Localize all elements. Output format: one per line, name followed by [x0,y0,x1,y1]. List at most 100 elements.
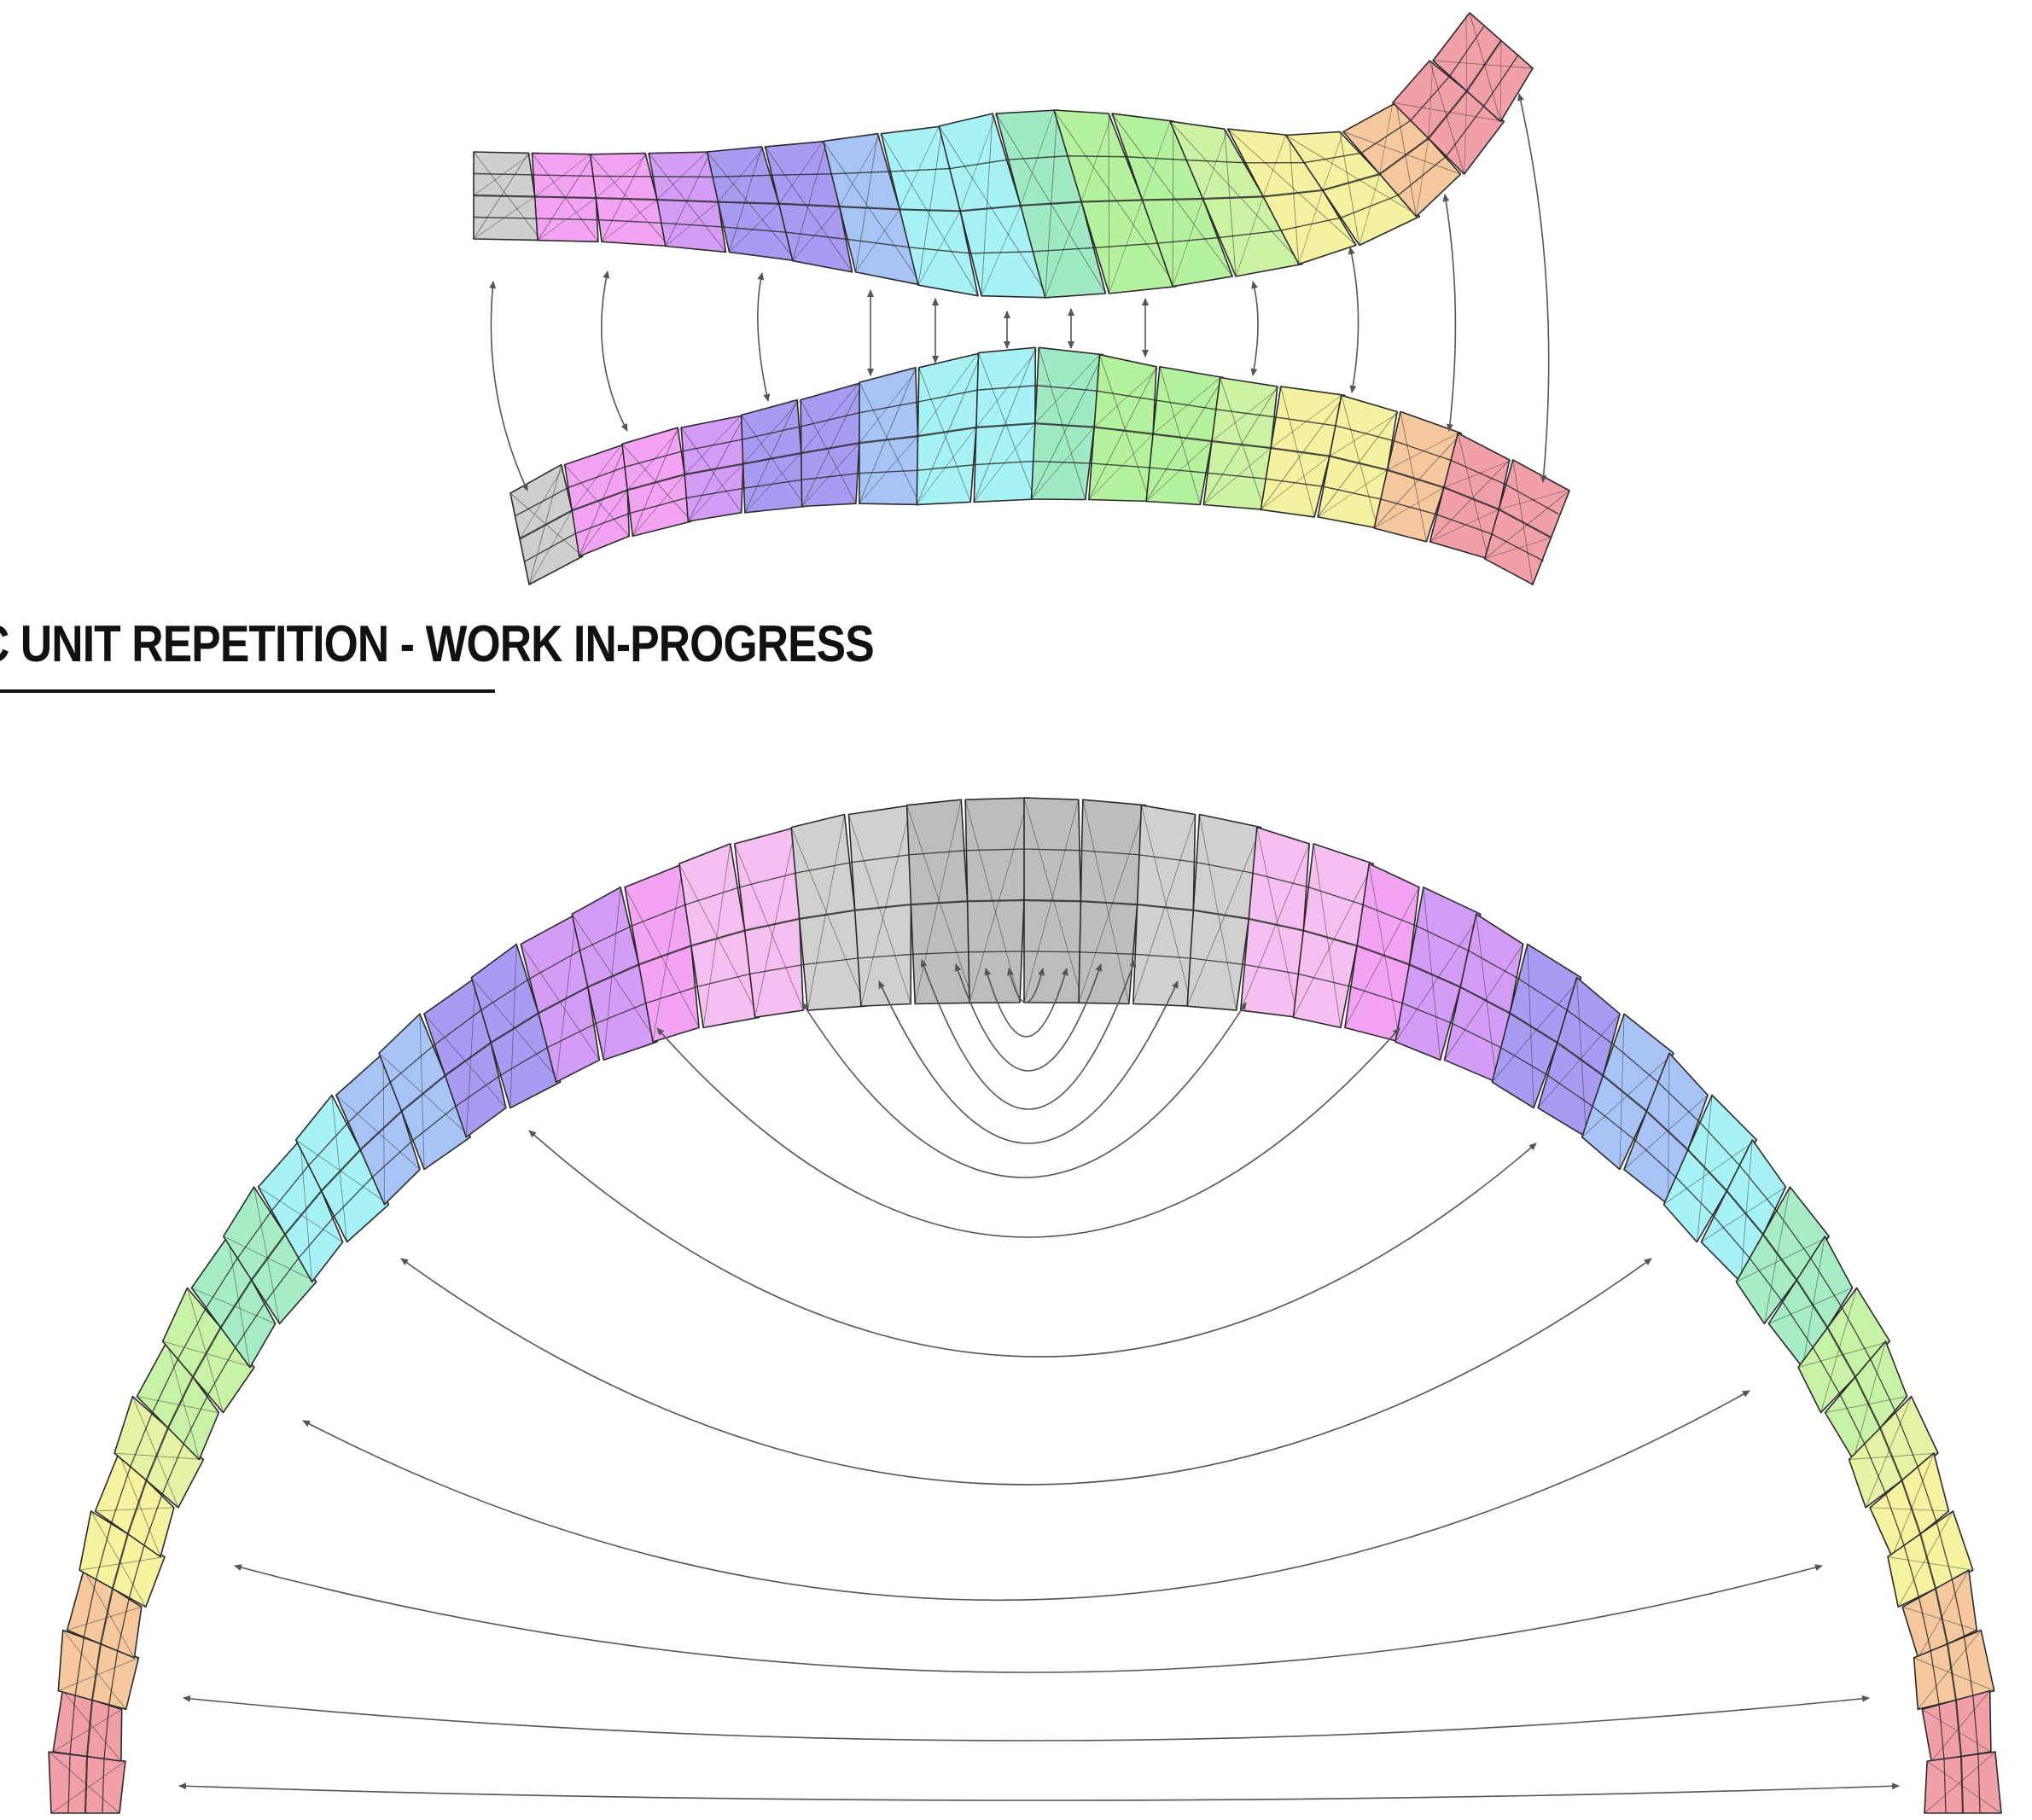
lower-strip-fold-line [579,444,626,557]
arch-row-line [538,986,589,1015]
lower-strip-fold-line [680,427,742,514]
arch-fold-line [50,1760,126,1814]
upper-strip-fold-line [1202,129,1229,200]
arch-row-line [143,1493,163,1546]
arch-fold-line [702,843,731,1028]
arch-row-line [1023,898,1081,903]
connector-arrow [1348,247,1360,393]
arch-row-line [1826,1327,1856,1378]
arch-fold-line [1865,1396,1912,1509]
connector-arrow [878,980,1179,1144]
lower-strip-unit [1145,366,1225,506]
arch-row-line [1972,1695,1979,1754]
upper-strip-row-line [778,202,840,208]
arch-row-line [480,978,530,1011]
arch-row-line [111,1533,129,1590]
lower-strip-fold-line [744,452,802,514]
lower-strip-fold-line [579,490,628,557]
connector-arrow [600,270,628,432]
lower-strip-row-line [1505,484,1559,515]
arch-row-line [1782,1301,1814,1348]
upper-strip-fold-line [1379,102,1394,175]
strip-connector-arrows [489,93,1550,491]
upper-strip-row-line [723,226,786,233]
arch-row-line [1951,1579,1965,1637]
lower-strip-fold-line [1387,433,1458,471]
upper-strip-unit [1392,60,1505,175]
arch-row-line [1726,1190,1764,1236]
upper-strip-fold-line [1464,90,1468,175]
upper-strip-unit [1226,128,1357,265]
arch-fold-line [90,1510,147,1608]
upper-strip-fold-line [590,154,670,247]
arch-row-line [1879,1428,1903,1481]
lower-strip-fold-line [519,464,565,539]
arch-row-line [371,1139,414,1178]
arch-unit [1848,1395,1939,1509]
upper-strip-fold-line [1109,200,1143,294]
arch-fold-line [186,1288,224,1413]
arch-row-line [858,953,913,959]
arch-unit [114,1395,205,1509]
arch-row-line [1350,986,1403,1004]
arch-row-line [1749,1258,1784,1303]
arch-fold-line [860,805,912,1007]
upper-strip-row-line [1397,155,1447,196]
arch-fold-line [848,814,911,1004]
arch-row-line [1252,872,1309,888]
arch-row-line [1634,1139,1677,1178]
upper-strip-row-line [1157,236,1220,244]
arch-fold-line [300,1139,313,1282]
arch-fold-line [1913,1657,1994,1691]
arch-row-line [1645,1110,1689,1151]
arch-unit [79,1510,166,1608]
lower-strip-row-line [1156,399,1216,410]
arch-fold-line [1492,977,1581,1083]
arch-row-line [177,1307,207,1360]
upper-strip-fold-line [917,211,961,286]
upper-strip-unit [1432,12,1534,123]
upper-strip-fold-line [534,154,591,197]
arch-unit [136,1340,220,1461]
arch-unit [847,804,913,1007]
arch-row-line [152,1358,178,1413]
upper-strip-fold-line [729,203,779,253]
upper-strip-row-line [949,159,1009,170]
arch-row-line [103,1704,110,1759]
arch-panel [1887,1510,1974,1608]
arch-unit [1767,1236,1854,1369]
arch-row-line [128,1544,145,1598]
lower-strip-fold-line [1280,386,1315,518]
arch-row-line [219,1279,253,1329]
arch-fold-line [1739,1139,1753,1282]
lower-strip-row-line [1323,486,1382,500]
upper-strip-row-line [1186,159,1246,164]
lower-strip-fold-line [571,444,623,511]
upper-strip-row-line [596,196,658,201]
arch-fold-line [1853,1340,1886,1460]
arch-row-line [1547,1074,1593,1108]
lower-strip-fold-line [1261,395,1346,510]
arch-fold-line [471,977,561,1083]
arch-fold-line [137,1396,219,1414]
upper-strip-fold-line [473,153,529,240]
upper-strip-row-line [473,194,535,198]
upper-strip-fold-line [1142,120,1171,201]
arch-panel [94,1452,175,1558]
arch-row-line [638,945,692,966]
arch-fold-line [331,1095,348,1242]
arch-unit [1662,1094,1758,1243]
upper-strip-row-line [1449,26,1485,77]
lower-strip-fold-line [978,352,1035,500]
upper-strip-row-line [970,251,1033,254]
arch-unit [470,943,562,1109]
lower-strip-fold-line [916,352,982,505]
arch-fold-line [1902,1606,1977,1631]
lower-strip-unit [800,381,864,508]
arch-unit [57,1629,140,1711]
lower-strip-fold-line [859,435,918,504]
lower-strip-fold-line [1093,366,1161,427]
upper-strip-fold-line [959,113,997,212]
arch-fold-line [1292,863,1374,1018]
arch-fold-line [378,1052,471,1137]
